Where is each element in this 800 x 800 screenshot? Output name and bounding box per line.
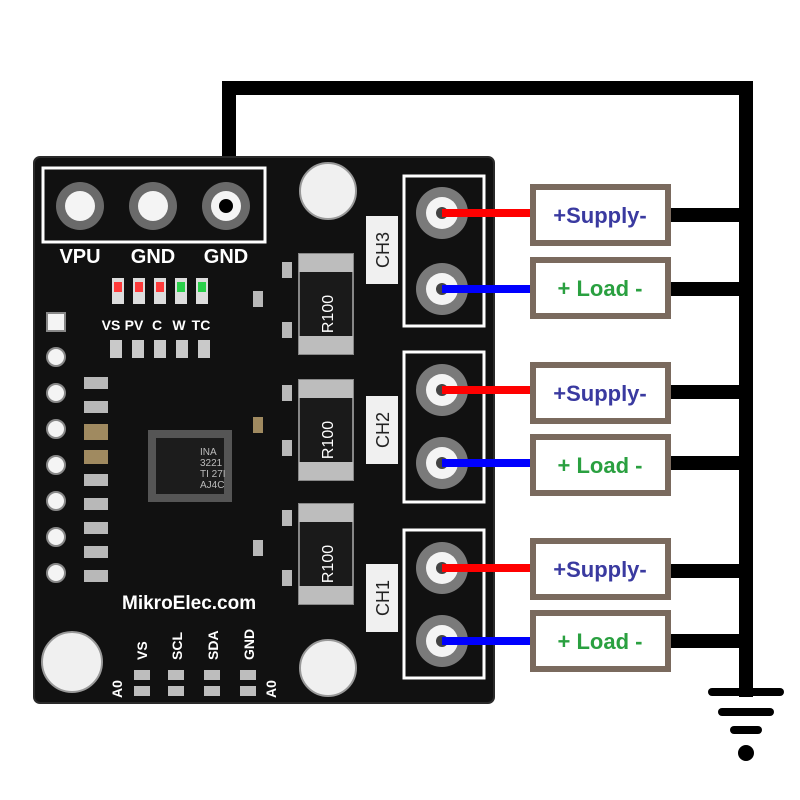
gnd-label-1: GND	[131, 246, 175, 268]
gnd-label-2: GND	[204, 246, 248, 268]
left-edge-pads	[46, 312, 66, 583]
pin-label-a0-right: A0	[263, 680, 279, 698]
chip-marking-2: 3221	[200, 458, 223, 469]
shunt-resistor-ch1	[298, 503, 354, 605]
vpu-label: VPU	[59, 246, 100, 268]
ina3221-chip	[148, 430, 232, 502]
supply-wires	[442, 209, 532, 572]
led-resistors	[110, 340, 210, 358]
channel-label-boxes	[366, 216, 398, 632]
pin-label-a0-left: A0	[109, 680, 125, 698]
ch2-supply-label: +Supply-	[553, 381, 647, 406]
connection-label-boxes	[530, 184, 671, 672]
terminal-blocks	[402, 174, 486, 680]
brand-label: MikroElec.com	[122, 593, 256, 614]
ch2-load-label: + Load -	[558, 453, 643, 478]
channel-label-ch2: CH2	[373, 412, 393, 448]
shunt-resistor-ch2	[298, 379, 354, 481]
chip-marking-1: INA	[200, 447, 217, 458]
led-label-c: C	[152, 317, 162, 333]
led-label-w: W	[172, 317, 186, 333]
led-label-pv: PV	[125, 317, 144, 333]
pin-label-scl: SCL	[169, 632, 185, 660]
led-label-tc: TC	[192, 317, 211, 333]
chip-marking-4: AJ4C	[200, 480, 224, 491]
ch3-supply-label: +Supply-	[553, 203, 647, 228]
bottom-pin-pads	[134, 670, 256, 696]
led-label-vs: VS	[102, 317, 121, 333]
ch1-load-label: + Load -	[558, 629, 643, 654]
channel-label-ch3: CH3	[373, 232, 393, 268]
pin-label-gnd: GND	[241, 629, 257, 660]
mounting-holes	[41, 162, 357, 697]
pin-label-sda: SDA	[205, 630, 221, 660]
ground-symbol-icon	[708, 688, 784, 761]
header-pins	[41, 166, 267, 244]
ground-wire	[222, 81, 753, 697]
resistor-label-ch2: R100	[320, 421, 337, 459]
ch3-load-label: + Load -	[558, 276, 643, 301]
pin-label-vs: VS	[134, 641, 150, 660]
load-wires	[442, 285, 532, 645]
channel-label-ch1: CH1	[373, 580, 393, 616]
ch1-supply-label: +Supply-	[553, 557, 647, 582]
shunt-resistor-ch3	[298, 253, 354, 355]
resistor-label-ch3: R100	[320, 295, 337, 333]
chip-marking-3: TI 27I	[200, 469, 226, 480]
smd-components	[84, 262, 292, 586]
status-leds	[112, 278, 208, 304]
resistor-label-ch1: R100	[320, 545, 337, 583]
